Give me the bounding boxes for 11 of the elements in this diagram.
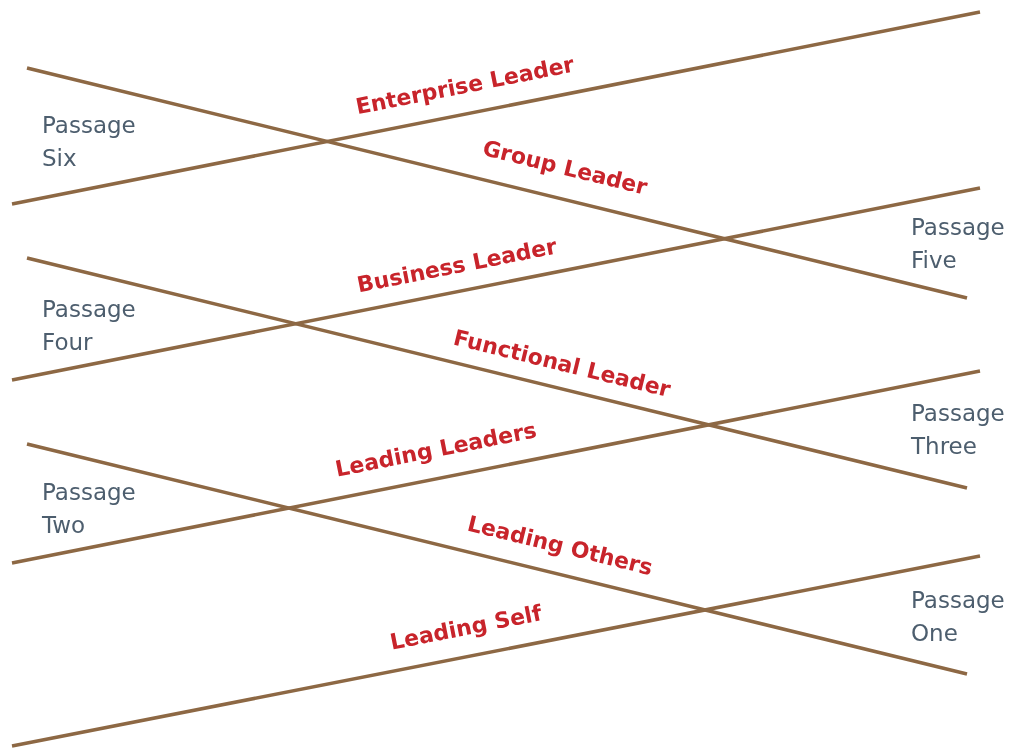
passage-label: Passage Five xyxy=(911,213,1006,275)
passage-label: Passage One xyxy=(911,586,1006,648)
stage-label: Leading Self xyxy=(388,601,544,655)
stage-label: Enterprise Leader xyxy=(353,52,577,120)
stage-label: Business Leader xyxy=(355,234,559,298)
passage-label: Passage Two xyxy=(42,478,137,540)
stage-label: Leading Leaders xyxy=(333,418,539,482)
passage-label: Passage Six xyxy=(42,111,137,173)
passage-label: Passage Four xyxy=(42,295,137,357)
passage-label: Passage Three xyxy=(911,399,1006,461)
stage-label: Group Leader xyxy=(480,136,650,200)
